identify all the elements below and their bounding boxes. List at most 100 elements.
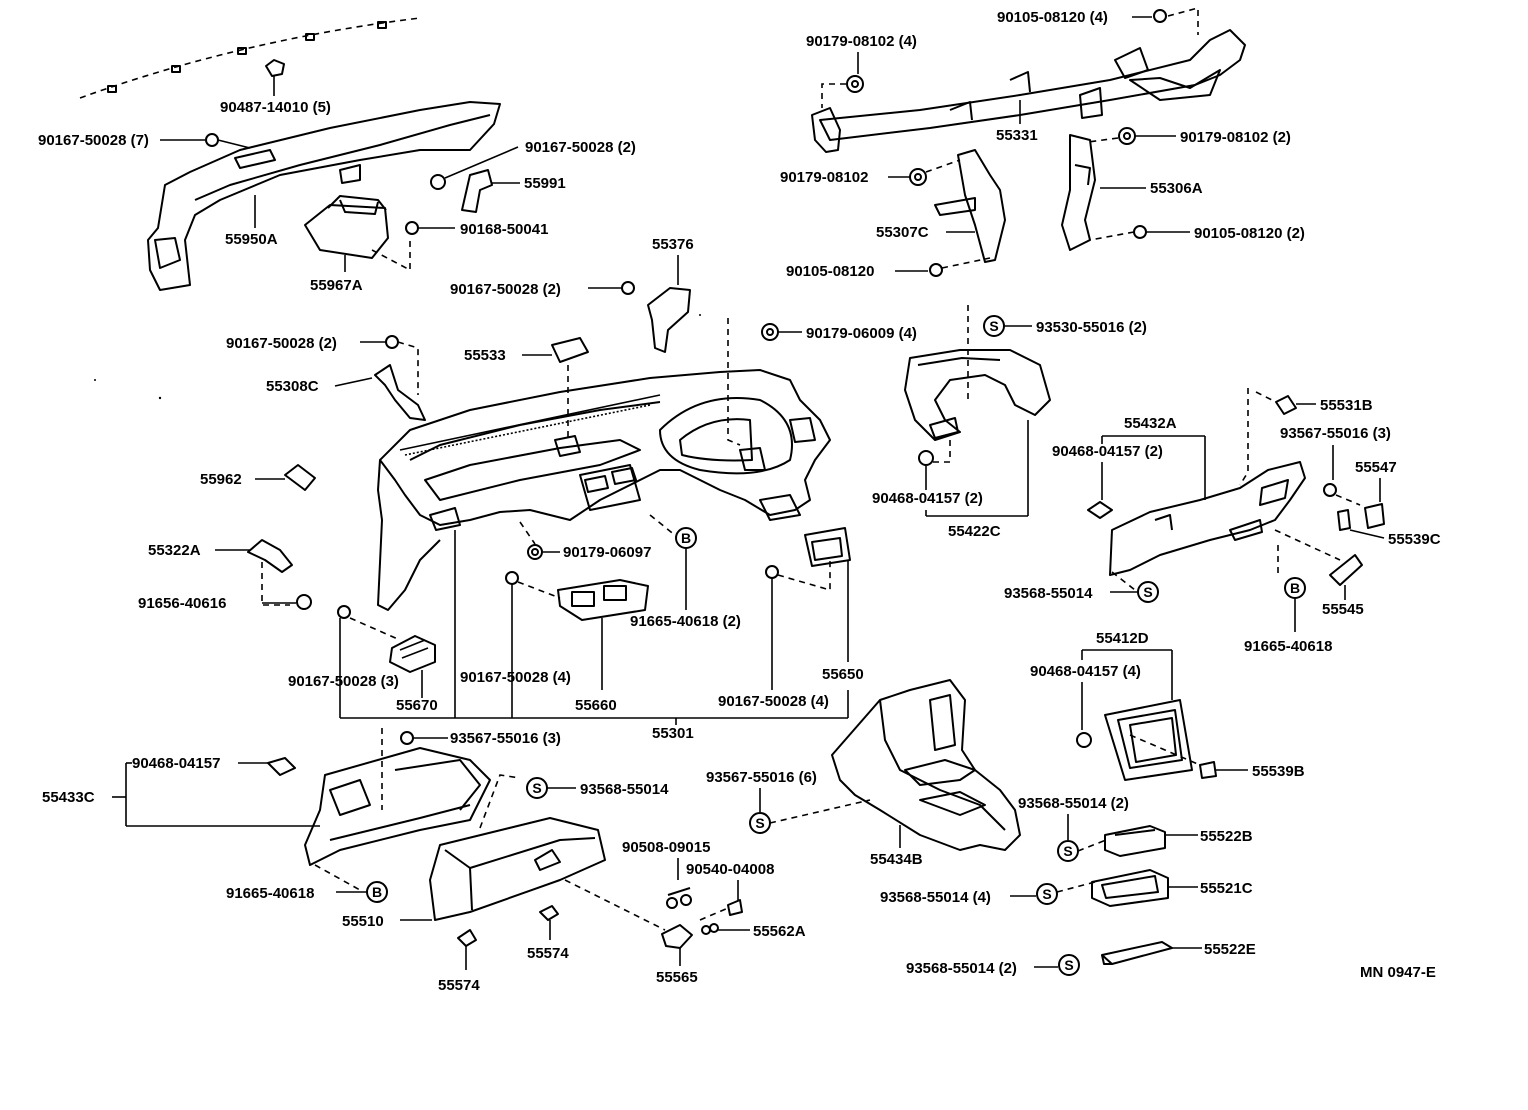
svg-text:S: S	[1063, 843, 1072, 859]
label-90540-04008: 90540-04008	[686, 861, 774, 878]
label-55306A: 55306A	[1150, 180, 1203, 197]
side-vent-55670	[389, 635, 436, 673]
lock-icon	[666, 887, 692, 909]
bolt-icon	[1133, 225, 1147, 239]
vent-duct-55967A	[304, 195, 389, 259]
svg-text:B: B	[681, 530, 691, 546]
label-55308C: 55308C	[266, 378, 319, 395]
label-93568-55014-a: 93568-55014	[580, 781, 669, 798]
bolt-icon	[1323, 483, 1337, 497]
part-55547	[1364, 503, 1385, 529]
screw-s-symbol: S	[526, 777, 548, 799]
side-vent-55650	[804, 527, 851, 567]
label-55547: 55547	[1355, 459, 1397, 476]
label-91665-40618-a: 91665-40618	[226, 885, 314, 902]
label-55322A: 55322A	[148, 542, 201, 559]
bumper-icon	[539, 905, 559, 921]
cluster-hood-55422C	[904, 349, 1051, 441]
glove-box-frame-55433C	[304, 747, 491, 866]
label-55307C: 55307C	[876, 224, 929, 241]
label-90508-09015: 90508-09015	[622, 839, 710, 856]
label-55533: 55533	[464, 347, 506, 364]
svg-text:S: S	[532, 780, 541, 796]
label-55412D: 55412D	[1096, 630, 1149, 647]
label-93568-55014-2b: 93568-55014 (2)	[906, 960, 1017, 977]
bolt-icon	[588, 281, 635, 295]
nut-icon	[846, 75, 864, 93]
label-90167-50028-4b: 90167-50028 (4)	[718, 693, 829, 710]
instrument-panel-55301	[377, 369, 831, 611]
label-55991: 55991	[524, 175, 566, 192]
clip-icon	[1087, 501, 1113, 519]
label-55950A: 55950A	[225, 231, 278, 248]
label-55522B: 55522B	[1200, 828, 1253, 845]
bracket-55307C	[934, 149, 1006, 263]
clip-icon	[1337, 509, 1351, 531]
label-91665-40618-b: 91665-40618	[1244, 638, 1332, 655]
bolt-icon	[337, 605, 351, 619]
label-55422C: 55422C	[948, 523, 1001, 540]
svg-text:S: S	[1143, 584, 1152, 600]
screw-s-symbol: S	[749, 812, 771, 834]
part-55533	[551, 337, 589, 363]
bolt-b-symbol: B	[366, 881, 388, 903]
nut-icon	[909, 168, 927, 186]
label-55670: 55670	[396, 697, 438, 714]
bolt-icon	[400, 731, 414, 745]
label-55433C: 55433C	[42, 789, 95, 806]
tray-55522E	[1101, 941, 1173, 965]
label-90179-08102-4: 90179-08102 (4)	[806, 33, 917, 50]
pin-icon	[701, 923, 719, 935]
label-90105-08120-4: 90105-08120 (4)	[997, 9, 1108, 26]
label-90468-04157-2b: 90468-04157 (2)	[1052, 443, 1163, 460]
label-55660: 55660	[575, 697, 617, 714]
label-90468-04157-2a: 90468-04157 (2)	[872, 490, 983, 507]
lower-panel-55432A	[1109, 461, 1306, 576]
svg-text:S: S	[1064, 957, 1073, 973]
bumper-icon	[457, 929, 477, 947]
center-vent-55660	[557, 579, 649, 621]
label-93567-55016-3b: 93567-55016 (3)	[1280, 425, 1391, 442]
label-55562A: 55562A	[753, 923, 806, 940]
bolt-icon	[929, 263, 943, 277]
bracket-55376	[647, 287, 691, 353]
label-90179-06097: 90179-06097	[563, 544, 651, 561]
label-91656-40616: 91656-40616	[138, 595, 226, 612]
label-55962: 55962	[200, 471, 242, 488]
label-55522E: 55522E	[1204, 941, 1256, 958]
reinforcement-beam-55331	[811, 29, 1246, 153]
svg-text:B: B	[1290, 580, 1300, 596]
label-55376: 55376	[652, 236, 694, 253]
clip-icon	[1199, 761, 1217, 779]
label-55967A: 55967A	[310, 277, 363, 294]
label-90167-50028-3: 90167-50028 (3)	[288, 673, 399, 690]
label-90168-50041: 90168-50041	[460, 221, 548, 238]
figure-code: MN 0947-E	[1360, 964, 1436, 981]
label-90179-08102: 90179-08102	[780, 169, 868, 186]
label-90167-50028-4: 90167-50028 (4)	[460, 669, 571, 686]
console-bezel-55412D	[1104, 699, 1193, 781]
label-93568-55014-4: 93568-55014 (4)	[880, 889, 991, 906]
bolt-icon	[405, 221, 455, 235]
bracket-55306A	[1061, 134, 1096, 251]
label-90105-08120: 90105-08120	[786, 263, 874, 280]
part-55545	[1329, 554, 1363, 586]
label-55574-b: 55574	[438, 977, 480, 994]
label-90179-06009: 90179-06009 (4)	[806, 325, 917, 342]
spring-icon	[727, 899, 743, 916]
label-91665-40618-2: 91665-40618 (2)	[630, 613, 741, 630]
label-55539C: 55539C	[1388, 531, 1441, 548]
label-93567-55016-3: 93567-55016 (3)	[450, 730, 561, 747]
part-55962	[284, 464, 316, 491]
svg-text:S: S	[1042, 886, 1051, 902]
clip-icon	[1076, 732, 1092, 748]
label-55531B: 55531B	[1320, 397, 1373, 414]
bolt-icon	[205, 133, 251, 149]
bolt-b-symbol: B	[675, 527, 697, 549]
label-55545: 55545	[1322, 601, 1364, 618]
screw-s-symbol: S	[1036, 883, 1058, 905]
pocket-55522B	[1104, 825, 1166, 857]
windshield-edge-line	[79, 17, 421, 99]
